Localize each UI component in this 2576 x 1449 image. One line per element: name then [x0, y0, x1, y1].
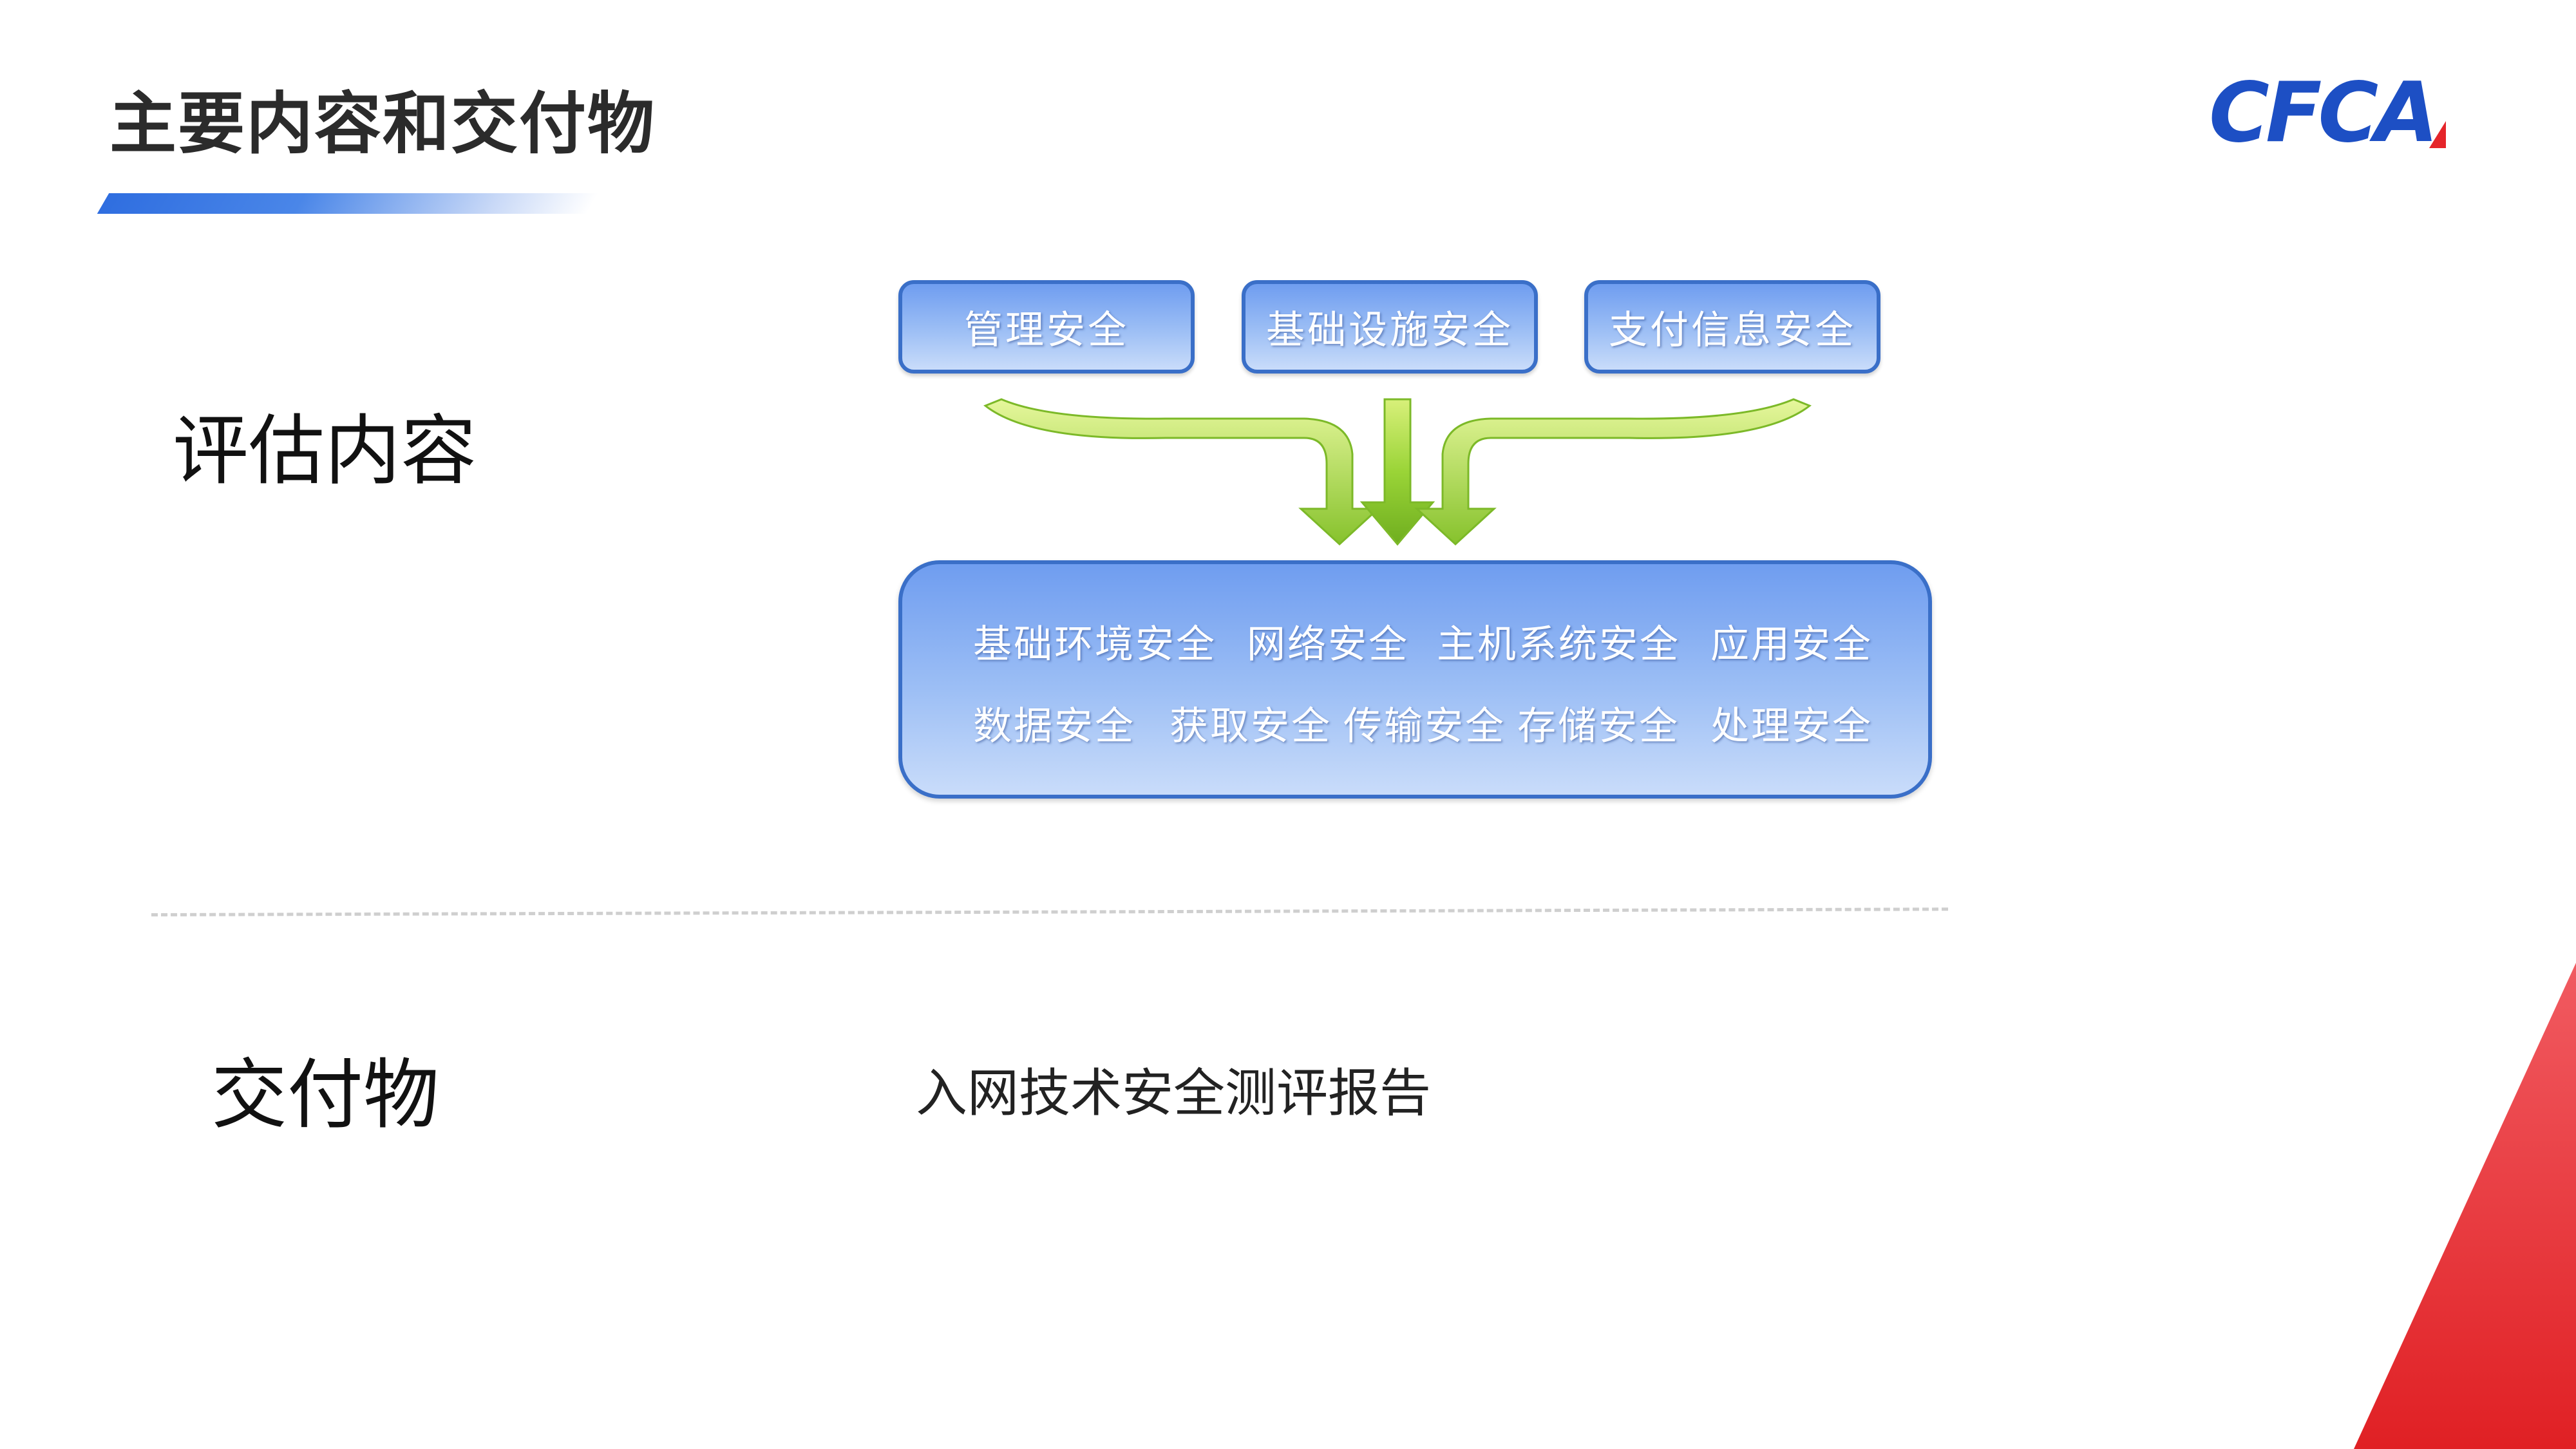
item-transmission-security: 传输安全	[1343, 704, 1506, 749]
section-divider	[151, 907, 1948, 916]
item-processing-security: 处理安全	[1710, 704, 1873, 749]
deliverable-report: 入网技术安全测评报告	[916, 1063, 1431, 1123]
box-payment-info-security: 支付信息安全	[1584, 280, 1880, 374]
logo-accent-icon	[2429, 121, 2446, 148]
item-environment-security: 基础环境安全	[973, 622, 1217, 667]
box-management-security: 管理安全	[898, 280, 1195, 374]
evaluation-label: 评估内容	[173, 406, 477, 495]
page-title: 主要内容和交付物	[109, 84, 656, 163]
left-curved-arrow	[983, 398, 1381, 546]
item-application-security: 应用安全	[1710, 622, 1873, 667]
title-underline	[97, 193, 599, 214]
item-network-security: 网络安全	[1247, 622, 1409, 667]
item-storage-security: 存储安全	[1517, 704, 1680, 749]
center-arrow	[1359, 398, 1435, 546]
box-label: 基础设施安全	[1266, 308, 1513, 353]
box-label: 支付信息安全	[1609, 308, 1856, 353]
cfca-logo: CFCA	[2209, 72, 2460, 155]
evaluation-items-box: 基础环境安全 网络安全 主机系统安全 应用安全 数据安全 获取安全 传输安全 存…	[898, 560, 1932, 799]
item-data-security: 数据安全	[973, 704, 1135, 749]
merge-arrows-icon	[983, 398, 1812, 546]
red-corner-triangle	[2354, 963, 2576, 1449]
item-host-system-security: 主机系统安全	[1437, 622, 1680, 667]
logo-text: CFCA	[2209, 65, 2438, 161]
box-label: 管理安全	[964, 308, 1129, 353]
box-infrastructure-security: 基础设施安全	[1242, 280, 1538, 374]
right-curved-arrow	[1414, 398, 1812, 546]
deliverables-label: 交付物	[211, 1050, 440, 1139]
item-acquisition-security: 获取安全	[1170, 704, 1332, 749]
